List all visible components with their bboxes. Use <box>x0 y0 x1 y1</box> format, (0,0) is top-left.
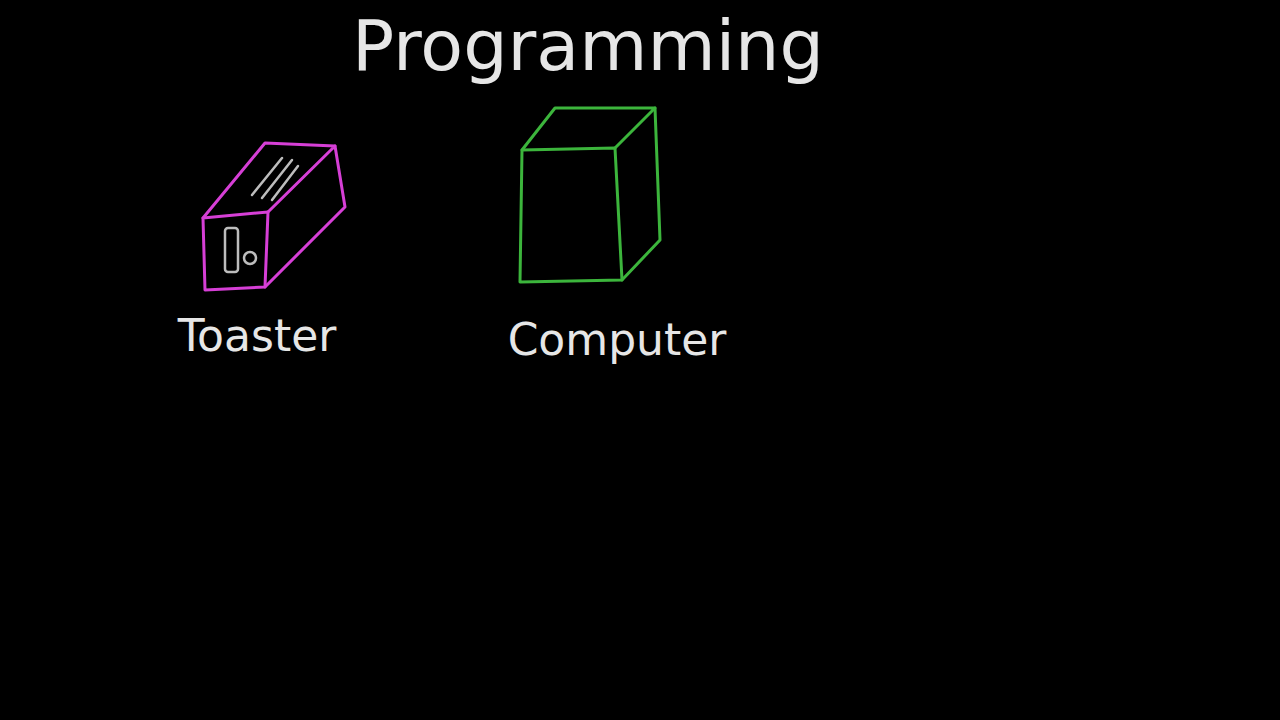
toaster-details <box>225 158 298 272</box>
computer-label: Computer <box>508 316 727 364</box>
diagram-title: Programming <box>352 8 824 85</box>
computer-drawing <box>520 108 660 282</box>
toaster-label: Toaster <box>178 312 337 360</box>
toaster-drawing <box>203 143 345 290</box>
